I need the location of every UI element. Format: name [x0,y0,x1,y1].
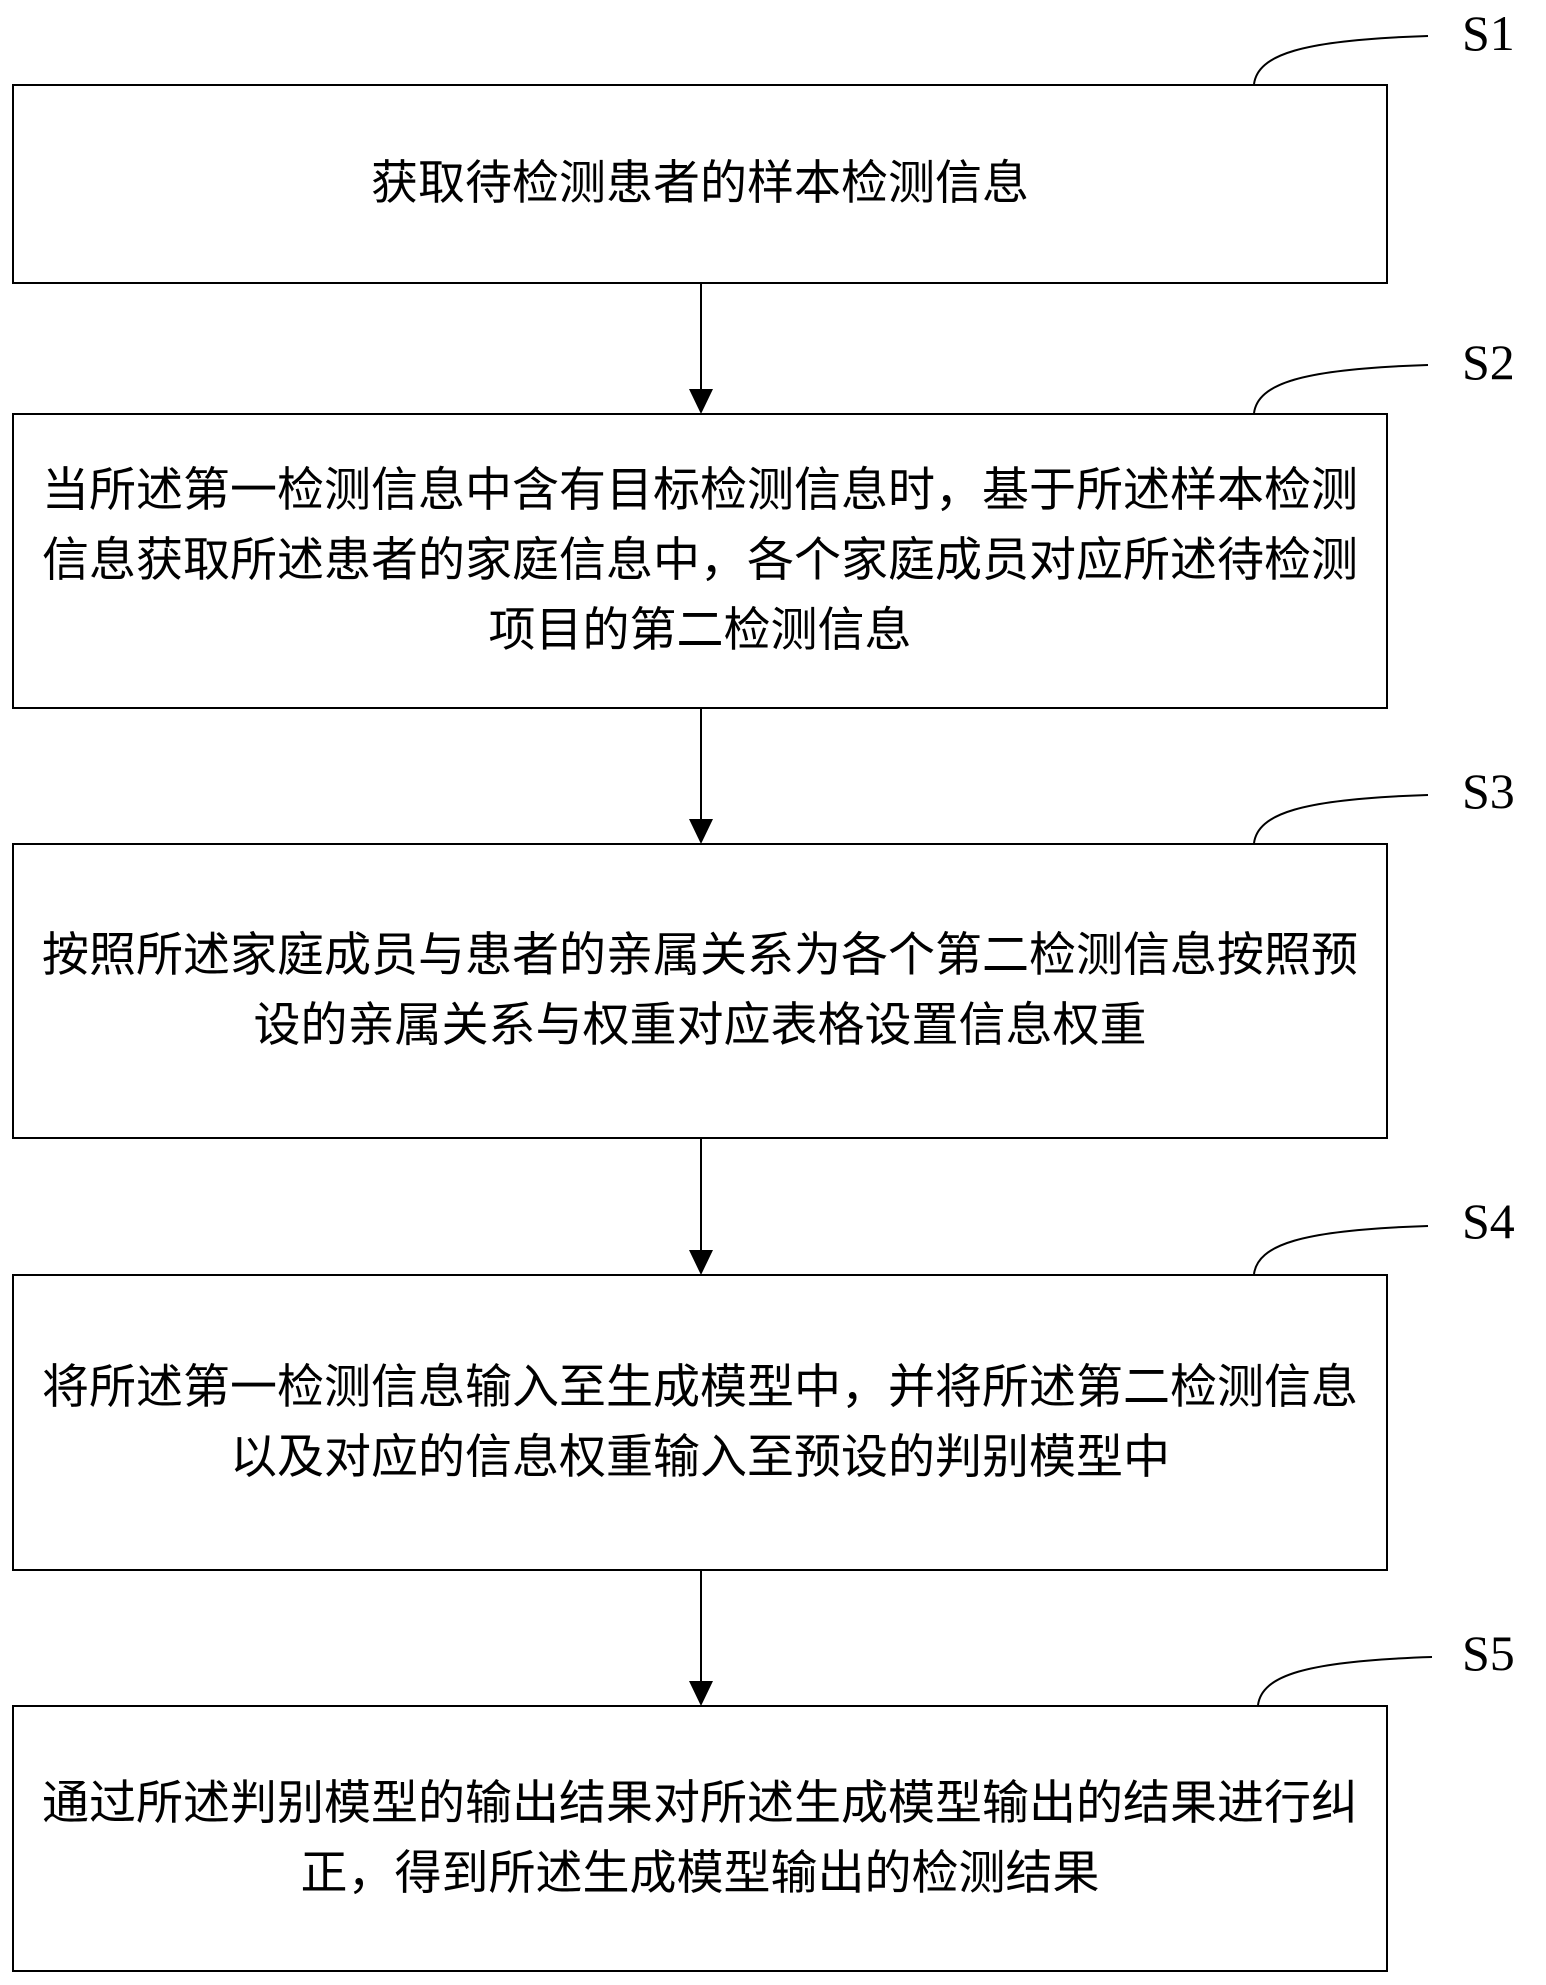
step-box-s3: 按照所述家庭成员与患者的亲属关系为各个第二检测信息按照预设的亲属关系与权重对应表… [12,843,1388,1139]
leader-line-s4 [1253,1225,1429,1275]
step-label-s3: S3 [1462,763,1515,819]
arrowhead-icon [689,819,713,844]
step-box-s2: 当所述第一检测信息中含有目标检测信息时，基于所述样本检测信息获取所述患者的家庭信… [12,413,1388,709]
leader-line-s3 [1253,794,1429,844]
arrowhead-icon [689,1681,713,1706]
step-text-s3: 按照所述家庭成员与患者的亲属关系为各个第二检测信息按照预设的亲属关系与权重对应表… [42,928,1358,1053]
step-label-s4: S4 [1462,1193,1515,1249]
arrowhead-icon [689,1250,713,1275]
arrow-s3-s4 [689,1139,713,1275]
leader-line-s1 [1253,35,1429,85]
arrow-s1-s2 [689,284,713,414]
arrow-s2-s3 [689,709,713,844]
arrowhead-icon [689,389,713,414]
step-text-s5: 通过所述判别模型的输出结果对所述生成模型输出的结果进行纠正，得到所述生成模型输出… [42,1775,1358,1901]
step-box-s5: 通过所述判别模型的输出结果对所述生成模型输出的结果进行纠正，得到所述生成模型输出… [12,1705,1388,1972]
step-label-s5: S5 [1462,1625,1515,1681]
leader-line-s5 [1257,1656,1433,1706]
step-box-s4: 将所述第一检测信息输入至生成模型中，并将所述第二检测信息以及对应的信息权重输入至… [12,1274,1388,1571]
leader-line-s2 [1253,364,1429,414]
arrow-s4-s5 [689,1571,713,1706]
step-text-s2: 当所述第一检测信息中含有目标检测信息时，基于所述样本检测信息获取所述患者的家庭信… [42,463,1358,658]
step-label-s1: S1 [1462,5,1515,61]
step-text-s4: 将所述第一检测信息输入至生成模型中，并将所述第二检测信息以及对应的信息权重输入至… [42,1359,1358,1485]
step-label-s2: S2 [1462,334,1515,390]
step-text-s1: 获取待检测患者的样本检测信息 [371,156,1029,211]
step-box-s1: 获取待检测患者的样本检测信息 [12,84,1388,284]
